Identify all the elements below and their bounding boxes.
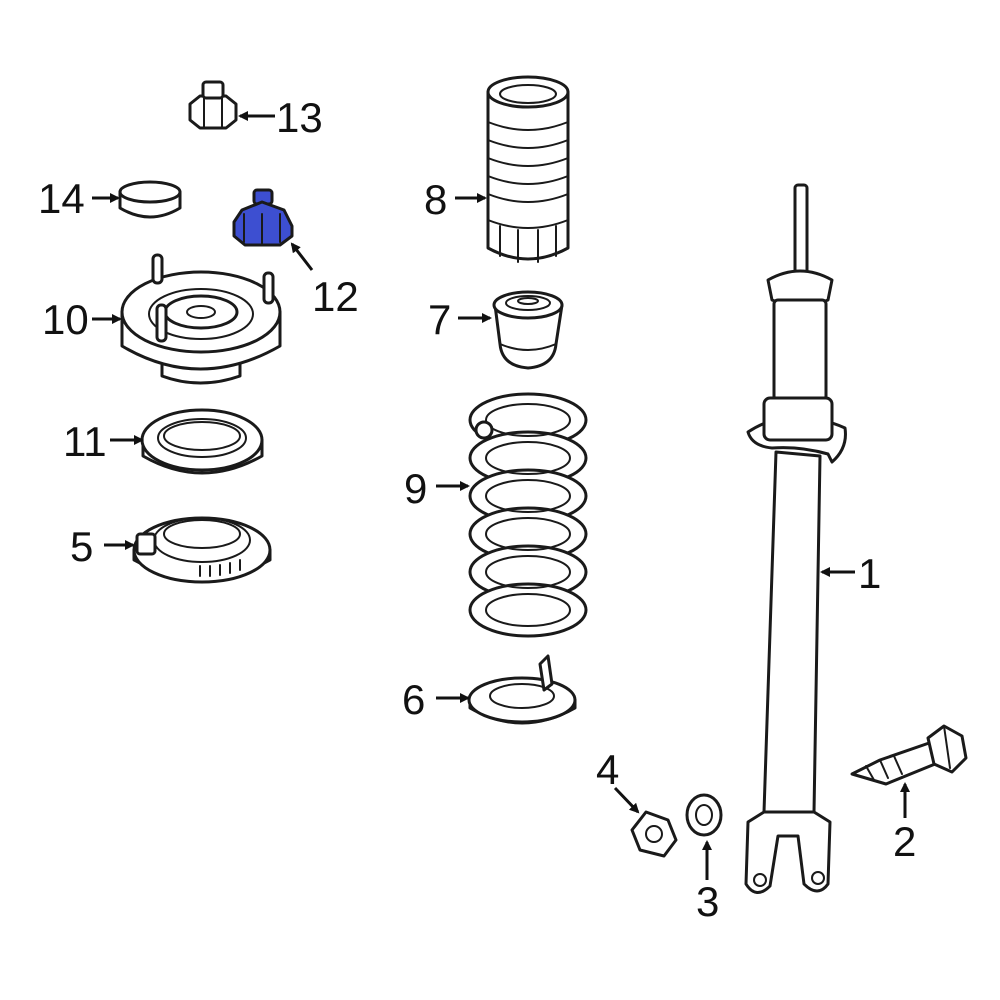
part-12-nut-highlighted — [232, 188, 294, 247]
callout-9: 9 — [404, 465, 427, 512]
callout-4: 4 — [596, 746, 619, 793]
callout-14: 14 — [38, 175, 85, 222]
leader-12 — [290, 242, 314, 271]
part-9-coil-spring — [468, 392, 588, 638]
part-10-strut-mount — [120, 253, 282, 385]
part-6-lower-spring-seat — [467, 654, 577, 725]
part-7-bump-stop — [492, 290, 564, 370]
callout-12: 12 — [312, 273, 359, 320]
callout-6: 6 — [402, 676, 425, 723]
callout-1: 1 — [858, 550, 881, 597]
part-14-washer — [118, 180, 182, 219]
callout-5: 5 — [70, 523, 93, 570]
callout-3: 3 — [696, 878, 719, 925]
callout-10: 10 — [42, 296, 89, 343]
leader-4 — [613, 786, 640, 814]
part-1-shock-absorber — [744, 183, 847, 894]
part-2-bolt — [850, 724, 968, 786]
callout-7: 7 — [428, 296, 451, 343]
part-8-dust-boot — [486, 75, 570, 263]
part-13-bolt — [188, 80, 238, 130]
part-4-nut — [630, 810, 678, 858]
callout-11: 11 — [63, 418, 107, 465]
part-3-washer — [685, 793, 723, 837]
callout-2: 2 — [893, 818, 916, 865]
callout-13: 13 — [276, 94, 323, 141]
part-5-spring-seat — [132, 516, 272, 584]
part-11-bearing — [140, 408, 264, 475]
callout-8: 8 — [424, 176, 447, 223]
